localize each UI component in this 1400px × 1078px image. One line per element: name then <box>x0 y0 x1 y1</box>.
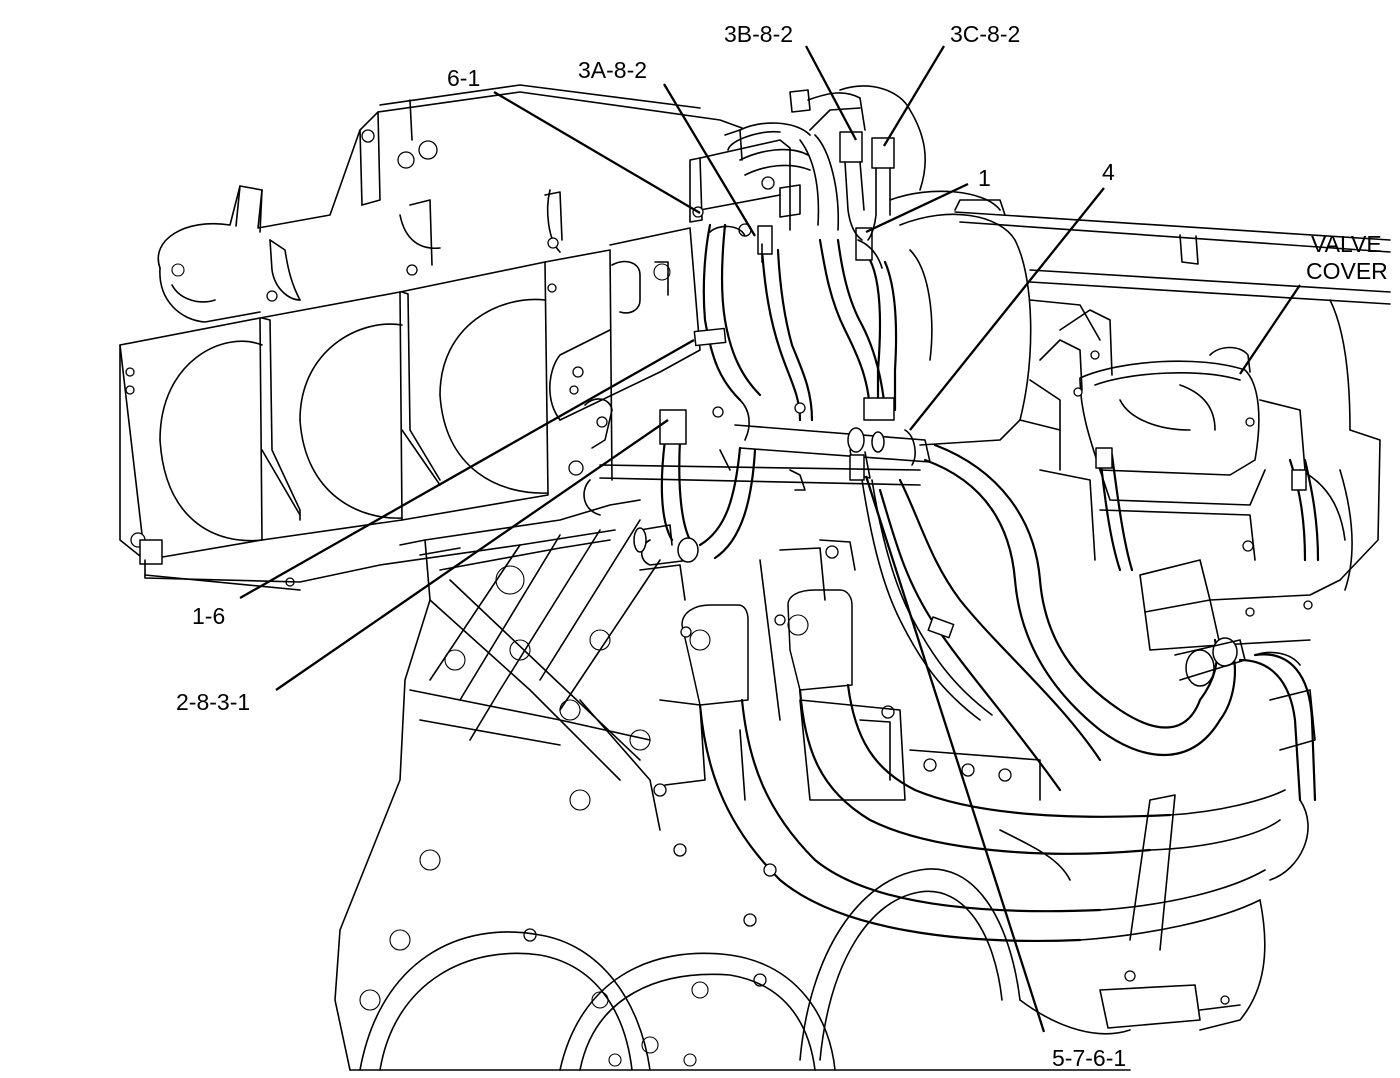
top-right-frame <box>954 211 1391 431</box>
callout-3c-8-2: 3C-8-2 <box>950 21 1020 47</box>
callout-1-6: 1-6 <box>192 603 225 629</box>
stud-row <box>125 237 559 587</box>
cross-tube-assembly <box>583 397 931 566</box>
leader-1-6 <box>239 339 695 599</box>
callout-valve-cover-line1: VALVE <box>1311 231 1382 257</box>
leader-2-8-3-1 <box>275 419 669 691</box>
leader-valve-cover <box>1239 284 1301 375</box>
cylinder-head-blocks <box>119 237 616 591</box>
center-bracket-plate <box>549 227 701 476</box>
leader-6-1 <box>493 91 701 214</box>
exhaust-manifold <box>157 84 743 323</box>
leader-lines <box>239 45 1301 1033</box>
callout-6-1: 6-1 <box>447 65 480 91</box>
callout-3a-8-2: 3A-8-2 <box>578 57 647 83</box>
callout-5-7-6-1: 5-7-6-1 <box>1052 1045 1126 1071</box>
turbo-housing <box>889 190 1061 446</box>
valve-cover <box>1029 309 1346 552</box>
callout-valve-cover-line2: COVER <box>1306 258 1388 284</box>
leader-3a-8-2 <box>663 83 756 237</box>
leader-3b-8-2 <box>804 45 858 141</box>
leader-1 <box>865 182 969 234</box>
leader-3c-8-2 <box>883 45 945 147</box>
leader-4 <box>909 187 1105 431</box>
right-block <box>1039 447 1353 651</box>
mid-brackets <box>680 589 1286 943</box>
callout-3b-8-2: 3B-8-2 <box>724 21 793 47</box>
callout-labels: 6-1 3A-8-2 3B-8-2 3C-8-2 1 4 VALVE COVER… <box>176 21 1388 1071</box>
leader-5-7-6-1 <box>864 475 1046 1033</box>
callout-4: 4 <box>1102 159 1115 185</box>
front-housing <box>334 429 1381 1071</box>
upper-fitting-cluster <box>689 85 926 422</box>
callout-1: 1 <box>978 165 991 191</box>
callout-2-8-3-1: 2-8-3-1 <box>176 689 250 715</box>
